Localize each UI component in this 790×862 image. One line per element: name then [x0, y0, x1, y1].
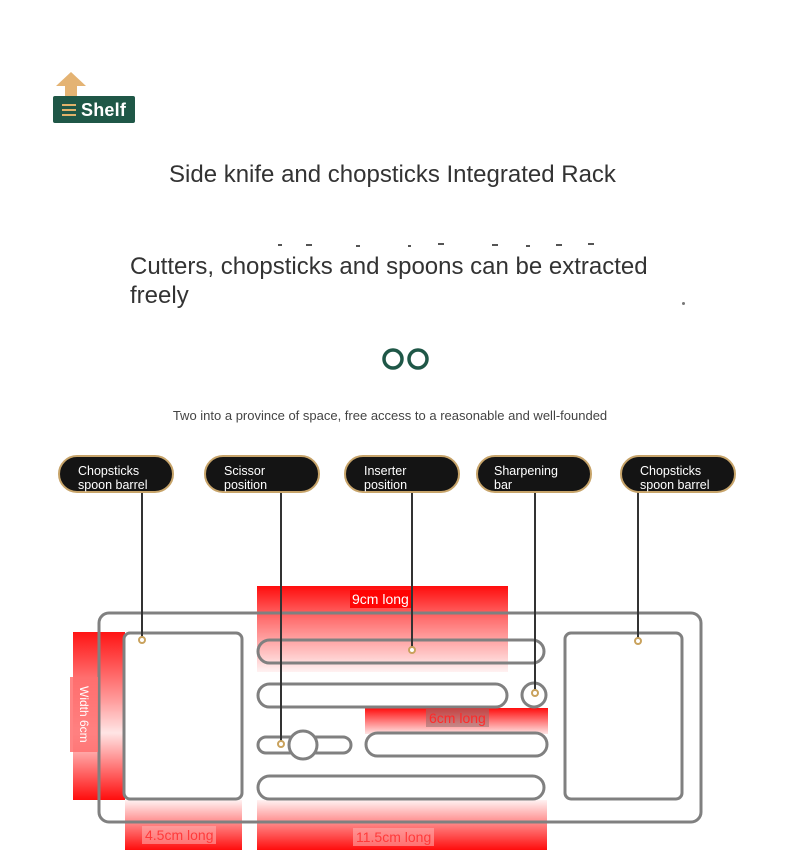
knife-slot-4	[256, 774, 546, 801]
up-arrow-icon	[56, 72, 86, 108]
decorative-speck	[682, 302, 685, 305]
knife-slot-2	[256, 682, 509, 709]
page-description: Two into a province of space, free acces…	[172, 408, 608, 423]
menu-lines-icon	[62, 104, 76, 119]
decorative-specks	[278, 243, 594, 247]
left-barrel-slot	[122, 631, 244, 801]
label-line-2: spoon barrel	[78, 478, 148, 492]
knife-slot-1	[256, 638, 546, 665]
shelf-badge-label: Shelf	[81, 100, 127, 120]
label-line-1: Chopsticks	[640, 464, 702, 478]
rack-frame	[97, 611, 703, 824]
label-scissor-position: Scissor position	[204, 455, 320, 493]
marker-dot-inserter	[408, 646, 416, 654]
right-barrel-slot	[563, 631, 684, 801]
label-sharpening-bar: Sharpening bar	[476, 455, 592, 493]
marker-dot-scissor	[277, 740, 285, 748]
label-line-2: position	[364, 478, 408, 492]
knife-slot-3	[364, 731, 549, 758]
dimension-center-bottom: 11.5cm long	[353, 828, 435, 846]
dimension-left-bottom: 4.5cm long	[142, 826, 217, 844]
dimension-top-length: 9cm long	[350, 590, 411, 608]
label-line-2: bar	[494, 478, 513, 492]
label-line-2: spoon barrel	[640, 478, 710, 492]
label-line-1: Scissor	[224, 464, 265, 478]
label-chopsticks-barrel-right: Chopsticks spoon barrel	[620, 455, 736, 493]
marker-dot-left-barrel	[138, 636, 146, 644]
dimension-mid-length: 6cm long	[426, 709, 489, 727]
leader-line-left-barrel	[141, 492, 143, 640]
label-line-1: Inserter	[364, 464, 407, 478]
dimension-width: Width 6cm	[70, 677, 98, 752]
label-line-1: Chopsticks	[78, 464, 140, 478]
rings-icon	[382, 348, 429, 370]
marker-dot-sharpening	[531, 689, 539, 697]
label-chopsticks-barrel-left: Chopsticks spoon barrel	[58, 455, 174, 493]
label-inserter-position: Inserter position	[344, 455, 460, 493]
marker-dot-right-barrel	[634, 637, 642, 645]
leader-line-sharpening	[534, 492, 536, 692]
scissor-slot-hole	[287, 729, 319, 761]
leader-line-scissor	[280, 492, 282, 744]
shelf-badge: Shelf	[53, 72, 135, 124]
label-line-1: Sharpening	[494, 464, 558, 478]
page-subtitle: Cutters, chopsticks and spoons can be ex…	[130, 253, 648, 309]
leader-line-inserter	[411, 492, 413, 650]
leader-line-right-barrel	[637, 492, 639, 640]
label-line-2: position	[224, 478, 268, 492]
page-title: Side knife and chopsticks Integrated Rac…	[169, 161, 616, 188]
